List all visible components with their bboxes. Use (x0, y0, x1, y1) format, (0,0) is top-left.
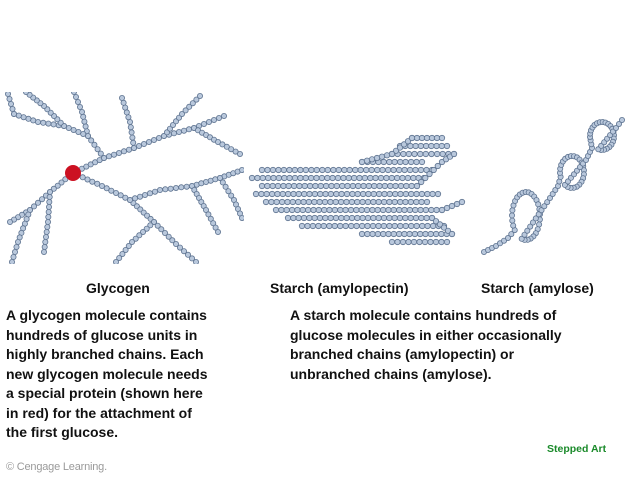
stepped-art-label: Stepped Art (547, 443, 607, 455)
caption-glycogen: Glycogen (86, 280, 150, 296)
glycogen-branched-chains (5, 92, 244, 264)
glycogenin-protein (65, 165, 81, 181)
glycogen-description-line: a special protein (shown here (6, 385, 203, 401)
amylose-helical-chain (481, 116, 625, 255)
glycogen-description-line: A glycogen molecule contains (6, 307, 207, 323)
glycogen-description-line: highly branched chains. Each (6, 346, 204, 362)
glycogen-description: A glycogen molecule contains hundreds of… (6, 306, 246, 443)
copyright-notice: © Cengage Learning. (6, 461, 107, 473)
starch-description-line: branched chains (amylopectin) or (290, 346, 515, 362)
glycogen-description-line: in red) for the attachment of (6, 404, 192, 421)
glycogen-description-line: the first glucose. (6, 424, 119, 440)
glycogen-description-line: new glycogen molecule needs (6, 365, 208, 382)
starch-description: A starch molecule contains hundreds of g… (290, 306, 620, 384)
glycogen-description-line: hundreds of glucose units in (6, 326, 198, 343)
starch-description-line: glucose molecules in either occasionally (290, 326, 562, 343)
caption-amylopectin: Starch (amylopectin) (270, 280, 409, 296)
starch-description-line: A starch molecule contains hundreds of (290, 307, 557, 323)
amylose-figure (481, 116, 625, 255)
starch-description-line: unbranched chains (amylose). (290, 365, 492, 382)
amylopectin-figure (248, 134, 466, 246)
glycogen-figure (5, 92, 244, 264)
caption-amylose: Starch (amylose) (481, 280, 594, 296)
amylopectin-chains (248, 134, 466, 246)
